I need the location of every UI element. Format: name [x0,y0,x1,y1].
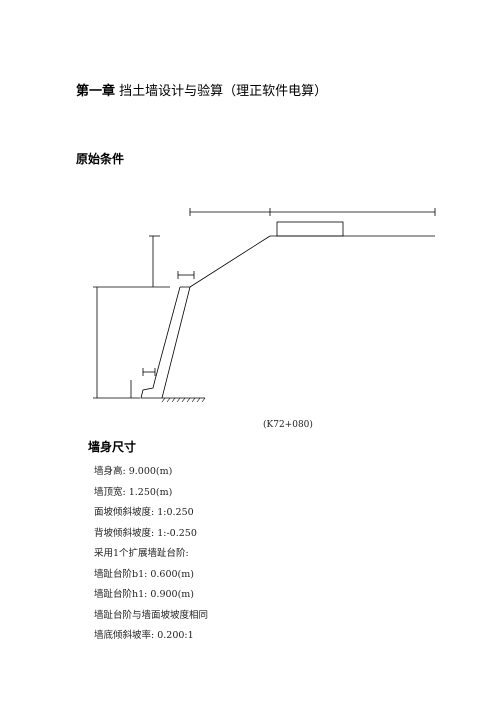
figure-caption: (K72+080) [263,420,313,430]
spec-face-slope: 面坡倾斜坡度: 1:0.250 [94,507,194,518]
spec-toe-slope-note: 墙趾台阶与墙面坡坡度相同 [94,610,209,621]
foundation-hatch [161,397,206,403]
chapter-heading: 第一章 挡土墙设计与验算（理正软件电算） [76,80,327,99]
section-heading-dimensions: 墙身尺寸 [88,440,137,454]
spec-toe-step-count: 采用1个扩展墙趾台阶: [94,548,189,559]
chapter-number: 第一章 [76,84,116,99]
spec-base-slope: 墙底倾斜坡率: 0.200:1 [94,630,194,641]
wall-face-and-toe [140,286,181,399]
section-heading-conditions: 原始条件 [76,152,125,166]
backfill-slope [189,235,271,288]
spec-wall-height: 墙身高: 9.000(m) [94,466,173,477]
spec-back-slope: 背坡倾斜坡度: 1:-0.250 [94,528,197,539]
wall-back-face [161,286,191,399]
spec-top-width: 墙顶宽: 1.250(m) [94,487,173,498]
spec-toe-h1: 墙趾台阶h1: 0.900(m) [94,589,195,600]
surface-load-rect [276,221,344,237]
spec-toe-b1: 墙趾台阶b1: 0.600(m) [94,569,194,580]
chapter-title: 挡土墙设计与验算（理正软件电算） [119,84,328,99]
